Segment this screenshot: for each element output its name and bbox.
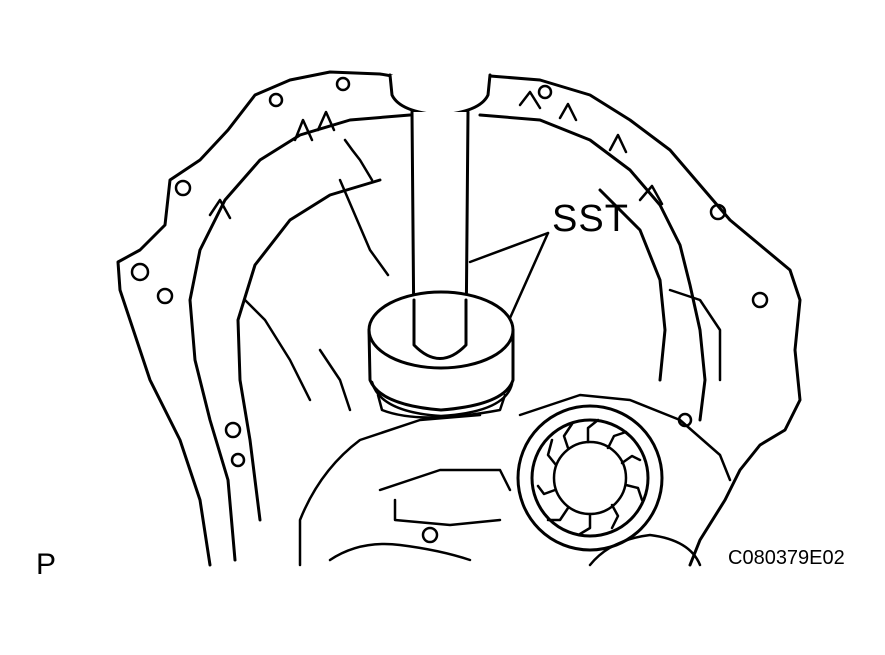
case-ribs (208, 90, 664, 277)
view-marker: P (36, 548, 57, 581)
case-lower-structures (243, 288, 732, 567)
figure-code: C080379E02 (728, 547, 845, 569)
spline-gear (516, 404, 664, 552)
special-service-tool (367, 73, 515, 419)
bolt-holes (130, 76, 769, 544)
sst-callout-leaders (468, 231, 550, 320)
case-outer-flange (116, 70, 802, 567)
sst-callout-label: SST (552, 198, 629, 240)
